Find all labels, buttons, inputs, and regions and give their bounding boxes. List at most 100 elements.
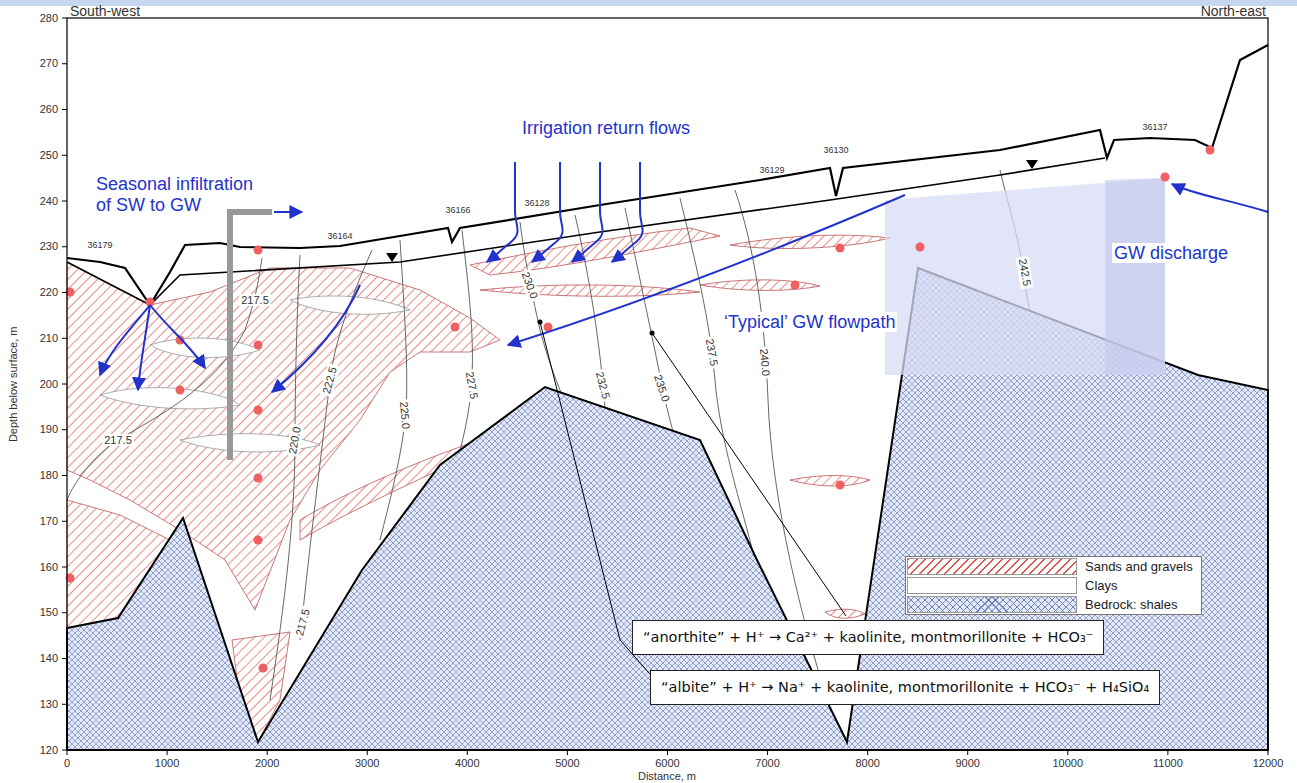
head-contours	[380, 240, 407, 540]
sample-points	[451, 323, 460, 332]
bore-symbol	[230, 212, 272, 460]
y-tick-label: 170	[40, 515, 58, 528]
y-tick-label: 270	[40, 57, 58, 70]
y-tick-label: 260	[40, 103, 58, 116]
water-table-symbol	[386, 160, 1038, 262]
y-tick-label: 140	[40, 652, 58, 665]
head-contours	[520, 222, 562, 395]
process-label: Seasonal infiltration of SW to GW	[96, 174, 264, 215]
sand-bodies	[700, 280, 820, 291]
reaction-text: “albite” + H⁺ → Na⁺ + kaolinite, montmor…	[661, 679, 1149, 696]
x-tick-label: 1000	[155, 757, 179, 770]
process-label: ‘Typical’ GW flowpath	[722, 312, 897, 333]
leader-lines	[652, 333, 846, 616]
reaction-box: “albite” + H⁺ → Na⁺ + kaolinite, montmor…	[650, 670, 1160, 705]
x-tick-label: 6000	[655, 757, 679, 770]
ground-surface	[67, 45, 1268, 305]
legend-box: Sands and gravelsClaysBedrock: shales	[905, 556, 1202, 615]
sample-points	[836, 244, 845, 253]
x-tick-label: 10000	[1053, 757, 1084, 770]
sample-points	[176, 386, 185, 395]
flow-arrows	[100, 305, 150, 375]
x-tick-label: 8000	[855, 757, 879, 770]
sample-points	[254, 246, 263, 255]
legend-row: Clays	[906, 576, 1201, 595]
clay-lenses	[100, 296, 410, 452]
process-label: GW discharge	[1112, 243, 1230, 264]
y-tick-label: 130	[40, 698, 58, 711]
sample-points	[254, 474, 263, 483]
flow-arrows	[508, 195, 905, 345]
y-tick-label: 180	[40, 469, 58, 482]
y-tick-label: 150	[40, 606, 58, 619]
sample-points	[254, 536, 263, 545]
legend-swatch	[907, 596, 1077, 613]
site-label: 36137	[1142, 122, 1167, 132]
contour-label: 217.5	[239, 294, 271, 307]
sample-points	[1206, 146, 1215, 155]
water-table	[67, 158, 1105, 305]
discharge-zone-core	[1105, 178, 1165, 375]
flow-arrows	[487, 162, 518, 262]
legend-row: Sands and gravels	[906, 557, 1201, 576]
x-tick-label: 3000	[355, 757, 379, 770]
sample-points	[1161, 173, 1170, 182]
y-tick-label: 250	[40, 149, 58, 162]
direction-label: South-west	[70, 3, 140, 19]
sand-bodies	[790, 476, 870, 487]
legend-row: Bedrock: shales	[906, 595, 1201, 614]
y-tick-label: 280	[40, 12, 58, 25]
reaction-box: “anorthite” + H⁺ → Ca²⁺ + kaolinite, mon…	[632, 620, 1104, 655]
sample-points	[254, 406, 263, 415]
legend-swatch	[907, 577, 1077, 594]
sample-points	[254, 341, 263, 350]
sample-points	[916, 243, 925, 252]
sample-points	[791, 281, 800, 290]
sky	[67, 18, 1268, 305]
flow-arrows	[612, 162, 643, 262]
x-tick-label: 4000	[455, 757, 479, 770]
head-contours	[455, 230, 472, 470]
clay-ground	[67, 18, 1268, 750]
site-label: 36164	[327, 231, 352, 241]
y-tick-label: 220	[40, 286, 58, 299]
sand-bodies	[470, 228, 720, 275]
axis-ticks	[62, 18, 1268, 755]
flow-arrows	[1172, 184, 1268, 212]
direction-label: North-east	[1201, 3, 1266, 19]
sample-points	[259, 664, 268, 673]
flow-arrows	[138, 305, 150, 390]
axis-title: Distance, m	[638, 770, 696, 783]
flow-arrows	[274, 211, 302, 213]
y-tick-label: 190	[40, 423, 58, 436]
sand-bodies	[730, 235, 890, 248]
y-tick-label: 210	[40, 332, 58, 345]
head-contours	[625, 208, 675, 435]
x-tick-label: 5000	[555, 757, 579, 770]
site-label: 36166	[445, 205, 470, 215]
site-label: 36128	[524, 198, 549, 208]
legend-text: Clays	[1085, 578, 1118, 593]
x-tick-label: 11000	[1153, 757, 1183, 770]
leader-dots	[538, 320, 543, 325]
y-tick-label: 160	[40, 561, 58, 574]
x-tick-label: 7000	[755, 757, 779, 770]
legend-swatch	[907, 558, 1077, 575]
legend-text: Sands and gravels	[1085, 559, 1193, 574]
y-tick-label: 120	[40, 744, 58, 757]
site-label: 36179	[87, 240, 112, 250]
flow-arrows	[100, 162, 1268, 392]
reaction-text: “anorthite” + H⁺ → Ca²⁺ + kaolinite, mon…	[643, 629, 1093, 646]
x-tick-label: 0	[64, 757, 70, 770]
y-tick-label: 200	[40, 378, 58, 391]
x-tick-label: 2000	[255, 757, 279, 770]
flow-arrows	[150, 305, 205, 368]
plot-frame	[67, 18, 1268, 750]
flow-arrows	[532, 162, 563, 262]
sample-points	[66, 146, 1215, 673]
y-tick-label: 240	[40, 195, 58, 208]
y-tick-label: 230	[40, 240, 58, 253]
contour-label: 217.5	[102, 434, 134, 447]
